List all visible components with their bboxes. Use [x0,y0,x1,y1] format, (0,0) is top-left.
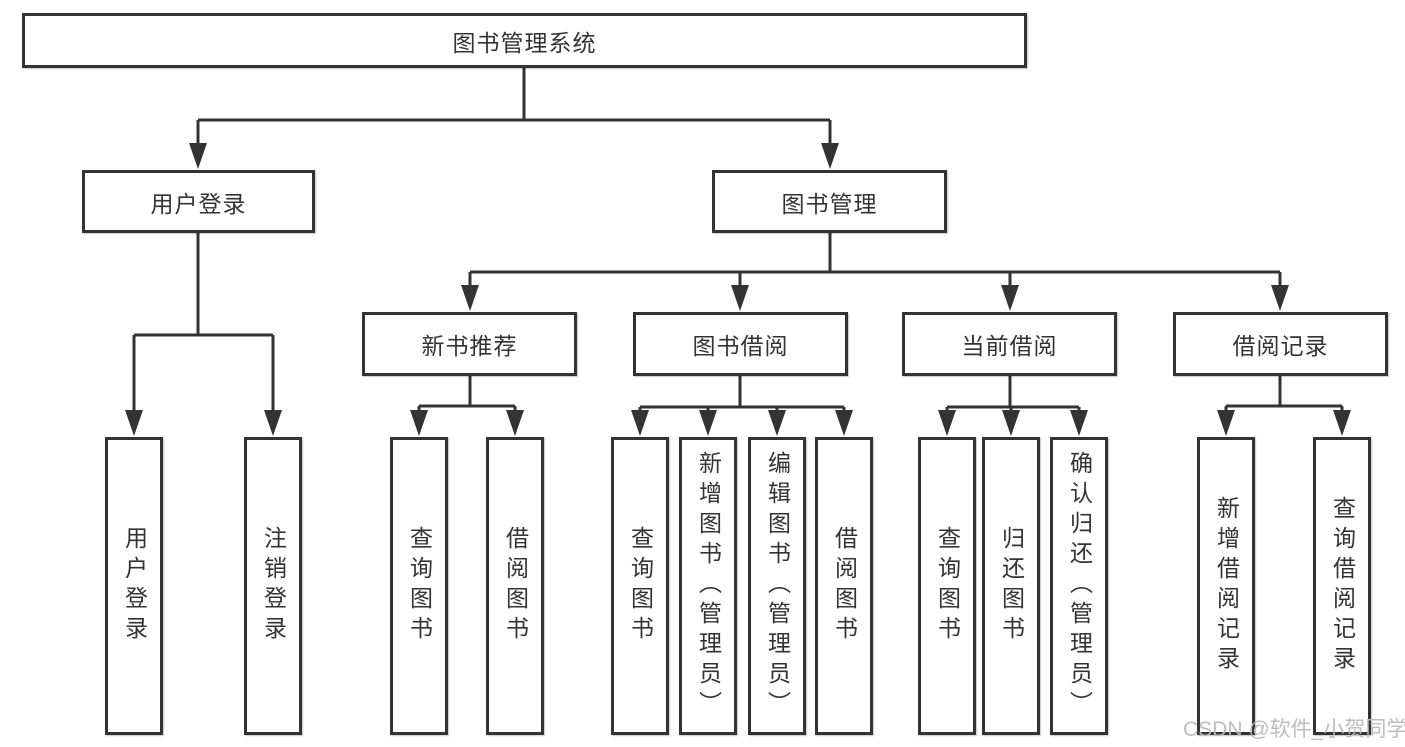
leaf-logout: 注销登录 [244,437,302,735]
arrow-down-icon [699,410,717,436]
leaf-label: 查询图书 [934,526,961,646]
arrow-down-icon [1333,410,1351,436]
node-book-borrowing: 图书借阅 [633,312,848,376]
arrow-down-icon [410,410,428,436]
node-user-login: 用户登录 [82,170,315,233]
leaf-edit-book-admin: 编辑图书（管理员） [748,437,806,735]
leaf-label: 归还图书 [998,526,1025,646]
leaf-label: 编辑图书（管理员） [764,451,791,721]
leaf-query-book-current: 查询图书 [918,437,976,735]
node-label: 图书管理系统 [452,29,597,56]
arrow-down-icon [835,410,853,436]
arrow-down-icon [768,410,786,436]
arrow-down-icon [1070,410,1088,436]
connector-line [1224,376,1344,412]
connector-line [638,376,846,412]
leaf-label: 新增图书（管理员） [695,451,722,721]
leaf-query-book-newrec: 查询图书 [390,437,448,735]
csdn-watermark: CSDN @软件_小贺同学 [1183,718,1405,741]
connector-line [196,68,832,146]
node-label: 用户登录 [150,190,247,217]
arrow-down-icon [125,410,143,436]
arrow-down-icon [731,285,749,311]
arrow-down-icon [1217,410,1235,436]
node-label: 图书借阅 [692,333,789,359]
node-label: 新书推荐 [421,333,518,359]
leaf-query-borrow-record: 查询借阅记录 [1313,437,1371,735]
arrow-down-icon [506,410,524,436]
node-label: 借阅记录 [1232,333,1329,359]
node-book-management: 图书管理 [712,170,947,233]
leaf-return-book: 归还图书 [982,437,1040,735]
node-current-borrowing: 当前借阅 [902,312,1117,376]
arrow-down-icon [631,410,649,436]
leaf-label: 注销登录 [260,526,287,646]
leaf-borrow-book: 借阅图书 [815,437,873,735]
node-borrowing-records: 借阅记录 [1173,312,1388,376]
leaf-user-login: 用户登录 [105,437,163,735]
leaf-label: 查询图书 [406,526,433,646]
leaf-label: 用户登录 [121,526,148,646]
arrow-down-icon [264,410,282,436]
arrow-down-icon [1001,285,1019,311]
node-label: 图书管理 [781,190,878,217]
arrow-down-icon [938,410,956,436]
leaf-borrow-book-newrec: 借阅图书 [486,437,544,735]
leaf-label: 新增借阅记录 [1213,496,1240,676]
leaf-confirm-return-admin: 确认归还（管理员） [1050,437,1108,735]
connector-line [468,233,1282,287]
leaf-label: 借阅图书 [831,526,858,646]
connector-line [417,376,517,412]
connector-line [945,376,1081,412]
leaf-label: 查询借阅记录 [1329,496,1356,676]
arrow-down-icon [821,143,839,169]
connector-line [132,233,275,412]
node-library-management-system: 图书管理系统 [22,13,1027,68]
leaf-label: 确认归还（管理员） [1066,451,1093,721]
leaf-add-borrow-record: 新增借阅记录 [1197,437,1255,735]
node-label: 当前借阅 [961,333,1058,359]
arrow-down-icon [1002,410,1020,436]
leaf-label: 查询图书 [627,526,654,646]
leaf-query-book-borrow: 查询图书 [611,437,669,735]
arrow-down-icon [461,285,479,311]
node-new-book-recommendation: 新书推荐 [362,312,577,376]
arrow-down-icon [189,143,207,169]
leaf-add-book-admin: 新增图书（管理员） [679,437,737,735]
arrow-down-icon [1271,285,1289,311]
leaf-label: 借阅图书 [502,526,529,646]
